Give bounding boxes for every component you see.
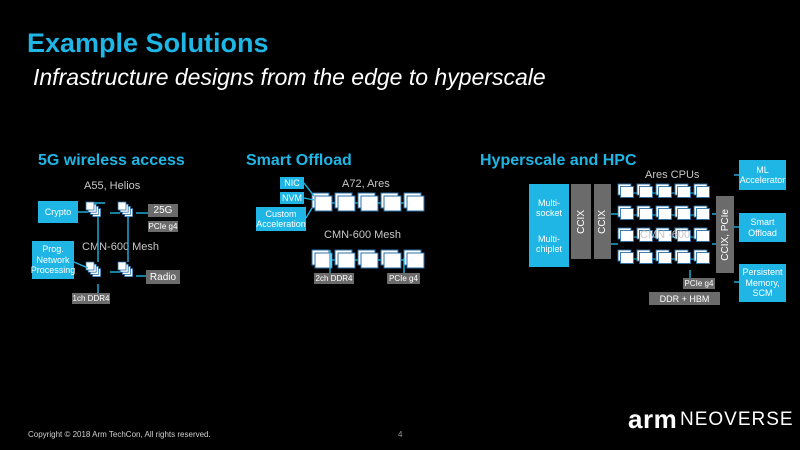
offload-cpu-tile [314,195,333,212]
offload-link [303,182,315,197]
offload-mesh-label: CMN-600 Mesh [324,229,402,241]
offload-ddr-box: 2ch DDR4 [314,273,354,284]
offload-custom-box: Custom Acceleration [256,207,306,231]
wireless-crypto-box: Crypto [38,201,78,223]
hyperscale-cpu-tile [658,208,672,220]
offload-cpu-tile [337,252,356,269]
hyperscale-cpu-tile [696,230,710,242]
ccix-pcie-bar: CCIX, PCIe [716,196,734,273]
offload-nic-box: NIC [280,177,304,189]
ccix-pcie-label: CCIX, PCIe [719,208,731,261]
wireless-mesh-label: CMN-600 Mesh [82,241,160,253]
slide-title: Example Solutions [27,28,269,58]
hyperscale-cpu-tile [620,208,634,220]
hyperscale-cpu-tile [620,252,634,264]
hyperscale-cpu-tile [639,230,653,242]
hyperscale-cpu-tile [696,252,710,264]
ccix-bar-1: CCIX [571,184,591,259]
offload-nvm-box: NVM [280,192,304,204]
neoverse-logo: NEOVERSE [680,409,794,430]
ccix-label-1: CCIX [575,209,587,234]
multichiplet-label: Multi-chiplet [535,233,562,254]
hyperscale-cpu-tile [620,230,634,242]
hyperscale-cpu-label: Ares CPUs [645,169,700,181]
hyperscale-cpu-tile [677,230,691,242]
offload-pcie-box: PCIe g4 [387,273,420,284]
arm-logo: arm [628,404,678,434]
wireless-heading: 5G wireless access [38,152,185,169]
hyperscale-mesh-label: CMN -600 [640,229,691,241]
persistent-memory-box: Persistent Memory, SCM [739,264,786,302]
multisocket-label: Multi-socket [535,197,562,218]
wireless-cpu-label: A55, Helios [84,180,141,192]
wireless-25g-box: 25G [148,204,178,217]
wireless-cpu-stack [117,201,133,218]
wireless-link [73,261,89,269]
hyperscale-socket-box: Multi-socket Multi-chiplet [529,184,569,267]
offload-cpu-tile [406,252,425,269]
wireless-cpu-stack [85,201,101,218]
wireless-network-box: Prog. Network Processing [31,241,75,279]
hyperscale-cpu-tile [677,208,691,220]
offload-cpu-tile [383,252,402,269]
wireless-ddr-box: 1ch DDR4 [72,293,110,304]
hyperscale-cpu-tile [677,186,691,198]
wireless-cpu-stack [117,261,133,278]
smart-offload-box: Smart Offload [739,213,786,242]
hyperscale-cpu-tile [639,186,653,198]
hyperscale-cpu-tile [658,230,672,242]
offload-cpu-tile [360,252,379,269]
hyperscale-cpu-tile [696,208,710,220]
page-number: 4 [398,430,403,439]
hyperscale-heading: Hyperscale and HPC [480,152,637,169]
hyperscale-cpu-tile [658,252,672,264]
wireless-pcie-box: PCIe g4 [148,221,178,232]
offload-cpu-tile [360,195,379,212]
offload-cpu-tile [406,195,425,212]
ml-accelerator-box: ML Accelerator [739,160,786,190]
hyperscale-cpu-tile [639,208,653,220]
wireless-radio-box: Radio [146,270,180,284]
offload-heading: Smart Offload [246,152,352,169]
hyperscale-cpu-tile [677,252,691,264]
hyperscale-cpu-tile [639,252,653,264]
hyperscale-pcie-box: PCIe g4 [683,278,715,289]
hyperscale-cpu-tile [620,186,634,198]
offload-cpu-tile [383,195,402,212]
copyright-footer: Copyright © 2018 Arm TechCon, All rights… [28,430,211,439]
offload-cpu-label: A72, Ares [342,178,390,190]
offload-link [305,207,313,219]
hyperscale-cpu-tile [658,186,672,198]
ccix-bar-2: CCIX [594,184,611,259]
hyperscale-cpu-tile [696,186,710,198]
slide-subtitle: Infrastructure designs from the edge to … [33,64,546,90]
wireless-cpu-stack [85,261,101,278]
ccix-label-2: CCIX [597,209,608,234]
hyperscale-ddr-hbm-box: DDR + HBM [649,292,720,305]
offload-link [303,197,315,201]
offload-cpu-tile [337,195,356,212]
